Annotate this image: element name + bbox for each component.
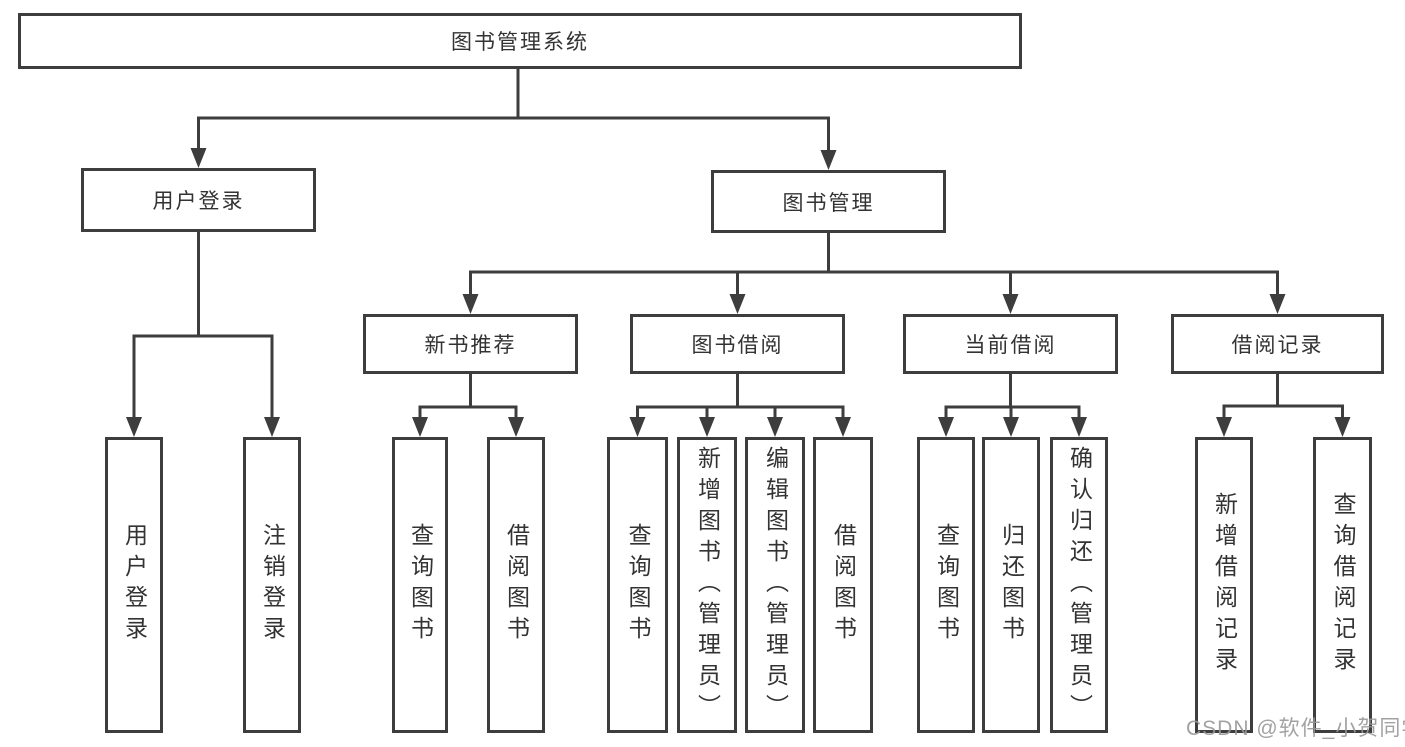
leaf-edit-book-admin-label: 编辑图书（管理员）	[762, 445, 789, 725]
leaf-add-book-admin: 新增图书（管理员）	[677, 437, 737, 733]
leaf-current-query-books-label: 查询图书	[933, 523, 960, 647]
leaf-borrowing-borrow-books-label: 借阅图书	[830, 523, 857, 647]
node-root-system: 图书管理系统	[18, 13, 1022, 69]
leaf-recommend-borrow-books-label: 借阅图书	[503, 523, 530, 647]
leaf-current-query-books: 查询图书	[917, 437, 975, 733]
leaf-logout-label: 注销登录	[259, 523, 286, 647]
leaf-recommend-query-books-label: 查询图书	[407, 523, 434, 647]
leaf-borrowing-query-books-label: 查询图书	[625, 523, 651, 647]
leaf-add-book-admin-label: 新增图书（管理员）	[694, 445, 721, 725]
csdn-watermark: CSDN @软件_小贺同学	[1186, 717, 1405, 740]
leaf-recommend-borrow-books: 借阅图书	[487, 437, 545, 733]
node-user-login-label: 用户登录	[152, 190, 245, 213]
arrowhead-icons	[126, 148, 1351, 437]
leaf-logout: 注销登录	[243, 437, 301, 733]
node-book-management: 图书管理	[711, 170, 946, 233]
leaf-borrowing-query-books: 查询图书	[607, 437, 668, 733]
leaf-return-books-label: 归还图书	[998, 523, 1025, 647]
leaf-user-login: 用户登录	[105, 437, 163, 733]
node-current-borrowing-label: 当前借阅	[964, 334, 1057, 357]
node-book-borrowing: 图书借阅	[630, 314, 845, 374]
leaf-return-books: 归还图书	[982, 437, 1040, 733]
node-borrow-records: 借阅记录	[1171, 314, 1384, 374]
leaf-user-login-label: 用户登录	[121, 523, 148, 647]
node-book-management-label: 图书管理	[782, 191, 875, 215]
leaf-add-borrow-record: 新增借阅记录	[1195, 437, 1253, 733]
leaf-query-borrow-record: 查询借阅记录	[1313, 437, 1372, 733]
leaf-query-borrow-record-label: 查询借阅记录	[1330, 492, 1356, 678]
leaf-confirm-return-admin: 确认归还（管理员）	[1050, 437, 1108, 733]
leaf-recommend-query-books: 查询图书	[392, 437, 448, 733]
node-borrow-records-label: 借阅记录	[1231, 334, 1324, 357]
node-user-login: 用户登录	[81, 168, 316, 232]
node-new-book-recommend: 新书推荐	[363, 314, 578, 374]
node-current-borrowing: 当前借阅	[903, 314, 1118, 374]
node-root-label: 图书管理系统	[451, 31, 589, 54]
leaf-add-borrow-record-label: 新增借阅记录	[1211, 492, 1238, 678]
node-new-book-recommend-label: 新书推荐	[424, 334, 517, 357]
leaf-borrowing-borrow-books: 借阅图书	[813, 437, 873, 733]
leaf-edit-book-admin: 编辑图书（管理员）	[745, 437, 805, 733]
leaf-confirm-return-admin-label: 确认归还（管理员）	[1066, 445, 1093, 725]
node-book-borrowing-label: 图书借阅	[691, 334, 784, 357]
